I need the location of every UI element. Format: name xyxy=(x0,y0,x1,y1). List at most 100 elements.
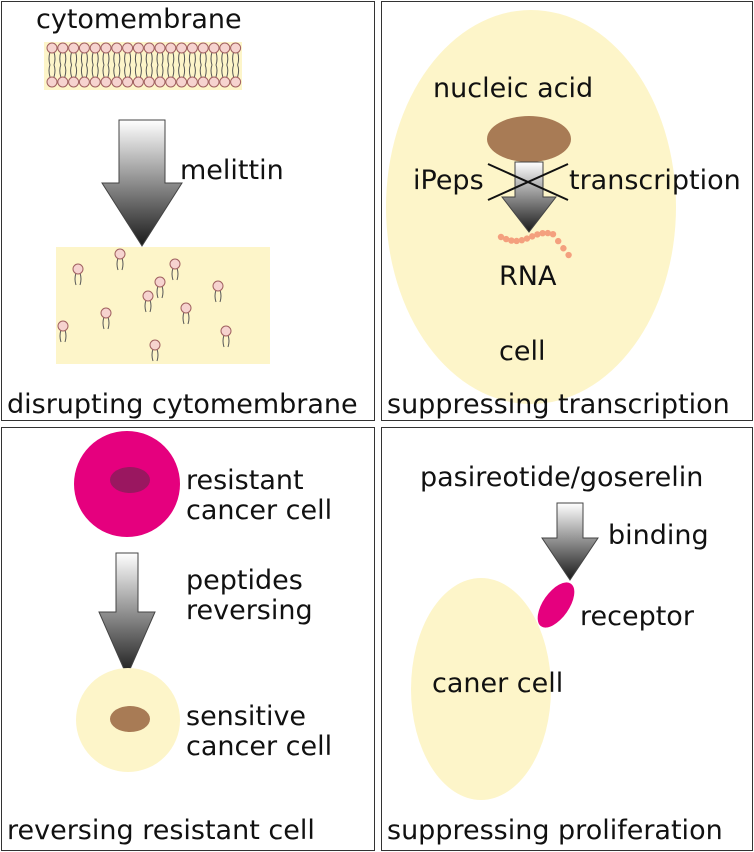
lipid-tail xyxy=(151,348,159,362)
lipid-head xyxy=(57,76,69,88)
lipid-head xyxy=(220,325,232,337)
lipid-head xyxy=(219,76,231,88)
lipid-tail xyxy=(48,51,56,66)
lipid-head xyxy=(100,42,112,54)
lipid-tail xyxy=(102,316,110,330)
lipid-tail xyxy=(178,64,186,78)
lipid-tail xyxy=(210,51,218,66)
lipid-head xyxy=(132,76,144,88)
lipid-head xyxy=(143,76,155,88)
lipid-head xyxy=(154,276,166,288)
lipid-head xyxy=(212,280,224,292)
lipid-tail xyxy=(91,51,99,66)
lipid-head xyxy=(219,42,231,54)
lipid-head xyxy=(122,42,134,54)
lipid-tail xyxy=(156,51,164,66)
lipid-head xyxy=(180,302,192,314)
binding-label: binding xyxy=(608,520,709,551)
lipid-tail xyxy=(113,51,121,66)
lipid-head xyxy=(78,42,90,54)
lipid-tail xyxy=(232,64,240,78)
lipid-head xyxy=(57,320,69,332)
transcription-arrow xyxy=(500,161,558,233)
lipid-tail xyxy=(134,64,142,78)
lipid-bilayer xyxy=(44,42,242,90)
lipid-tail xyxy=(188,51,196,66)
rna-bead xyxy=(523,235,531,242)
lipid-tail xyxy=(171,267,179,281)
lipid-tail xyxy=(144,299,152,313)
lipid-head xyxy=(78,76,90,88)
lipid-head xyxy=(132,42,144,54)
rna-bead xyxy=(549,230,557,238)
lipid-tail xyxy=(182,311,190,325)
lipid-head xyxy=(111,42,123,54)
lipid-tail xyxy=(124,51,132,66)
lipid-tail xyxy=(199,51,207,66)
lipid-tail xyxy=(188,64,196,78)
rna-bead xyxy=(503,235,510,243)
rna-bead xyxy=(539,229,546,237)
lipid-tail xyxy=(221,51,229,66)
resistant-cancer-cell-label: resistant cancer cell xyxy=(186,465,333,527)
panel-reversing-resistant-cell xyxy=(1,427,375,851)
lipid-tail xyxy=(210,64,218,78)
cancer-cell-body xyxy=(411,578,551,800)
caption-disrupting-cytomembrane: disrupting cytomembrane xyxy=(7,389,358,420)
lipid-tail xyxy=(156,285,164,299)
rna-bead xyxy=(508,237,515,244)
lipid-head xyxy=(72,263,84,275)
lipid-head xyxy=(89,42,101,54)
rna-label: RNA xyxy=(499,261,557,292)
caption-reversing-resistant-cell: reversing resistant cell xyxy=(7,815,315,846)
lipid-tail xyxy=(145,51,153,66)
lipid-head xyxy=(114,248,126,260)
lipid-tail xyxy=(113,64,121,78)
lipid-tail xyxy=(59,64,67,78)
lipid-head xyxy=(149,339,161,351)
caner-cell-label: caner cell xyxy=(432,668,564,699)
lipid-head xyxy=(46,76,58,88)
lipid-tail xyxy=(145,64,153,78)
lipid-tail xyxy=(232,51,240,66)
rna-bead xyxy=(555,237,562,245)
rna-bead xyxy=(534,231,541,238)
cell-label: cell xyxy=(499,336,546,367)
lipid-tail xyxy=(167,64,175,78)
lipid-head xyxy=(197,42,209,54)
lipid-head xyxy=(186,42,198,54)
transcription-label: transcription xyxy=(569,165,741,196)
lipid-head xyxy=(230,76,242,88)
lipid-tail xyxy=(59,51,67,66)
lipid-head xyxy=(169,258,181,270)
lipid-head xyxy=(176,42,188,54)
rna-bead xyxy=(518,237,525,244)
lipid-head xyxy=(165,42,177,54)
peptides-reversing-label: peptides reversing xyxy=(186,565,313,627)
lipid-head xyxy=(208,42,220,54)
lipid-tail xyxy=(221,64,229,78)
lipid-tail xyxy=(80,64,88,78)
lipid-head xyxy=(68,76,80,88)
nucleic-acid-icon xyxy=(487,116,571,162)
rna-strand-icon xyxy=(497,229,572,259)
receptor-label: receptor xyxy=(580,601,694,632)
lipid-tail xyxy=(214,289,222,303)
caption-suppressing-proliferation: suppressing proliferation xyxy=(387,815,723,846)
lipid-tail xyxy=(222,334,230,348)
blocked-cross-line xyxy=(487,163,569,201)
lipid-tail xyxy=(134,51,142,66)
resistant-nucleus xyxy=(110,467,150,493)
lipid-tail xyxy=(74,272,82,286)
lipid-tail xyxy=(59,329,67,343)
lipid-head xyxy=(89,76,101,88)
lipid-tail xyxy=(116,257,124,271)
lipid-tail xyxy=(70,51,78,66)
lipid-tail xyxy=(70,64,78,78)
binding-arrow xyxy=(541,502,599,581)
sensitive-cancer-cell-label: sensitive cancer cell xyxy=(186,701,333,763)
lipid-head xyxy=(165,76,177,88)
lipid-head xyxy=(176,76,188,88)
disrupted-membrane xyxy=(56,247,270,364)
lipid-head xyxy=(111,76,123,88)
